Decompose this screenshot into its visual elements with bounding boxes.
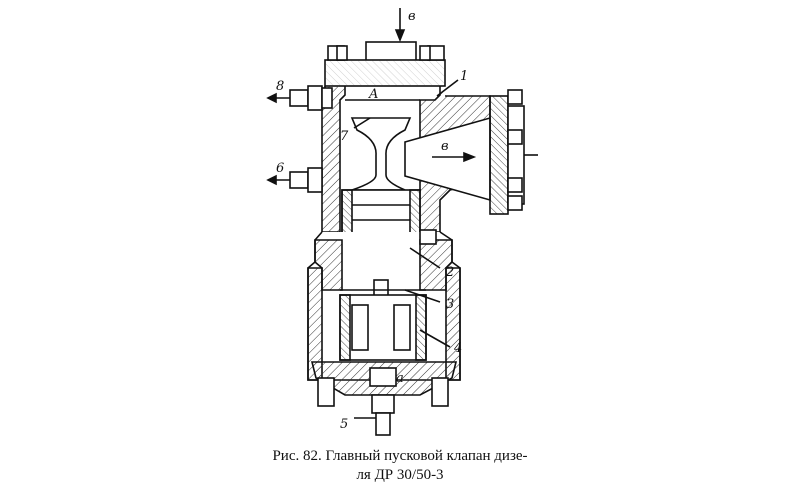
label-part-7: 7 [340, 129, 349, 144]
bottom-fitting [371, 394, 395, 414]
label-cavity-a: а [396, 371, 404, 386]
label-part-3: 3 [446, 297, 454, 312]
label-part-2: 2 [445, 265, 454, 280]
label-top-arrow: в [408, 9, 416, 24]
label-part-4: 4 [453, 341, 462, 356]
label-outlet-right: в [441, 139, 449, 154]
label-part-1: 1 [460, 69, 468, 84]
valve-head [350, 117, 412, 191]
outlet-flange [489, 95, 509, 215]
top-inlet-pipe [365, 41, 417, 63]
caption-line-2: ля ДР 30/50-3 [356, 467, 444, 483]
caption-line-1: Рис. 82. Главный пусковой клапан дизе- [272, 448, 528, 464]
label-pipe-8: 8 [276, 79, 284, 94]
left-fitting-6 [266, 167, 323, 193]
left-fitting-8 [266, 85, 333, 111]
figure-caption: Рис. 82. Главный пусковой клапан дизе- л… [0, 447, 800, 485]
label-part-5: 5 [340, 417, 348, 432]
label-pipe-6: 6 [276, 161, 284, 176]
label-chamber-a: A [368, 87, 378, 102]
outlet-cone [404, 116, 491, 202]
